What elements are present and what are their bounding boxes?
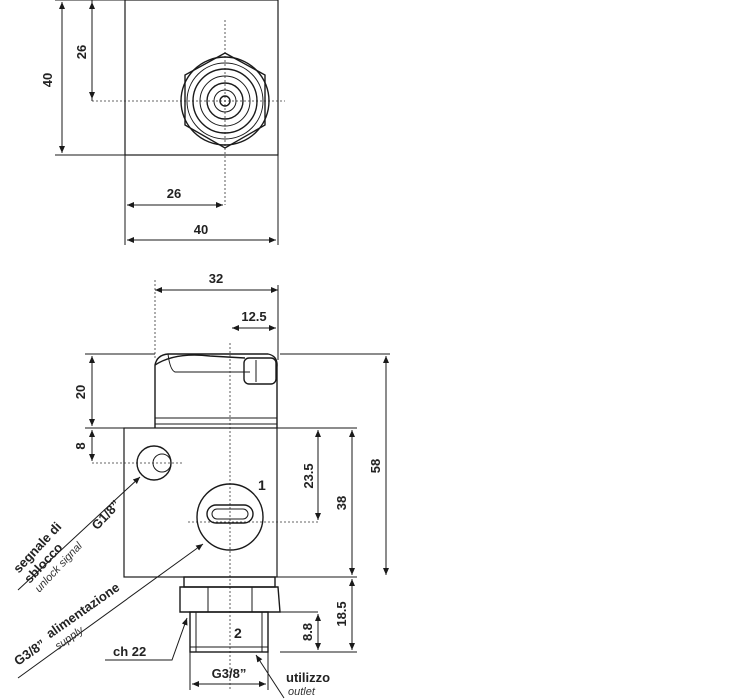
dim-signal-offset: 8: [73, 442, 88, 449]
top-dim-height-total: 40: [40, 73, 55, 87]
signal-port-icon: [136, 445, 172, 481]
lever-icon: [154, 353, 278, 428]
dim-port1-height: 23.5: [301, 463, 316, 488]
front-view: 1 2 32 12.5 20 8: [10, 271, 390, 699]
top-view: 40 26 26 40: [40, 0, 285, 245]
port-2-label: 2: [234, 625, 242, 641]
dim-offset: 12.5: [241, 309, 266, 324]
label-supply-thread: G3/8”: [11, 636, 48, 668]
bottom-fitting-icon: [179, 576, 281, 653]
top-dim-width-center: 26: [167, 186, 181, 201]
dim-body-height: 38: [334, 496, 349, 510]
top-dim-width-total: 40: [194, 222, 208, 237]
label-outlet-en: outlet: [288, 686, 316, 698]
dim-width-top: 32: [209, 271, 223, 286]
dim-top-height: 20: [73, 385, 88, 399]
top-view-body: [124, 0, 279, 156]
label-outlet-thread: G3/8”: [212, 666, 247, 681]
dim-fitting-thread: 8.8: [300, 623, 315, 641]
label-outlet-it: utilizzo: [286, 670, 330, 685]
port1-icon: [196, 483, 264, 551]
top-dim-height-center: 26: [74, 45, 89, 59]
port-1-label: 1: [258, 477, 266, 493]
label-hex: ch 22: [113, 644, 146, 659]
label-signal-thread: G1/8”: [89, 497, 124, 533]
dim-total-height: 58: [368, 459, 383, 473]
top-fitting-icon: [180, 52, 270, 149]
dim-fitting-height: 18.5: [334, 601, 349, 626]
